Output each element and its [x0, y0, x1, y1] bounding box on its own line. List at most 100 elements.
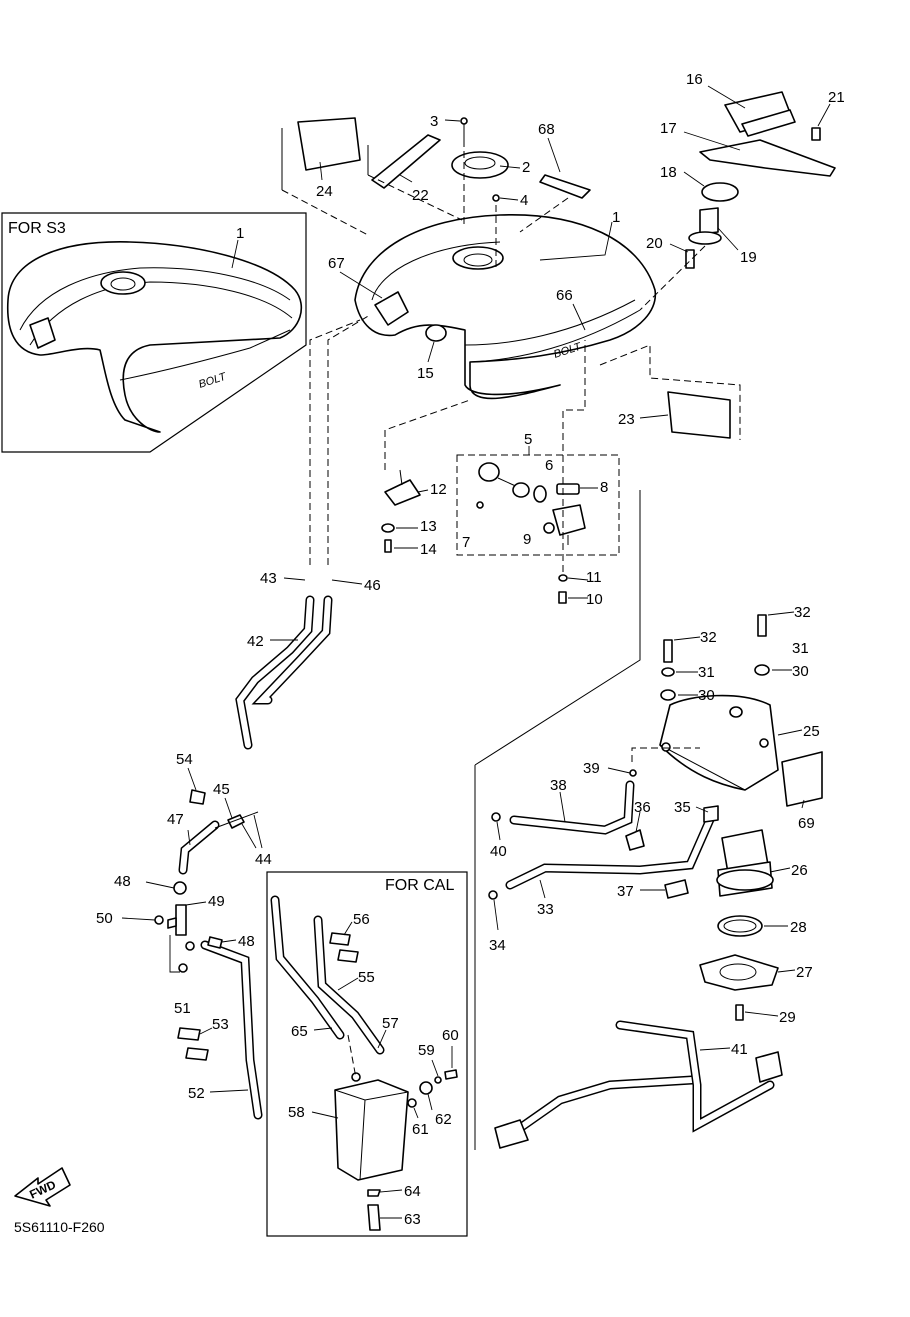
callout-8: 8: [600, 479, 608, 496]
fuel-tank-s3: [6, 241, 303, 433]
callout-48-top: 48: [114, 873, 131, 890]
callout-45: 45: [213, 781, 230, 798]
callout-34: 34: [489, 937, 506, 954]
callout-31-left: 31: [698, 664, 715, 681]
pad-23: [667, 391, 731, 439]
callouts: 1 1 2 3 4 5 6 8 7 9 11 10 12 13 14 15 16…: [96, 71, 845, 1228]
grommet-15: [425, 324, 447, 342]
pad-69: [781, 751, 823, 807]
callout-32-right: 32: [794, 604, 811, 621]
fitting-49: [175, 904, 187, 936]
callout-30-left: 30: [698, 687, 715, 704]
for-s3-label: FOR S3: [8, 220, 66, 237]
callout-20: 20: [646, 235, 663, 252]
callout-32-left: 32: [700, 629, 717, 646]
callout-67: 67: [328, 255, 345, 272]
canister-58: [334, 1079, 409, 1181]
callout-31-right: 31: [792, 640, 809, 657]
callout-42: 42: [247, 633, 264, 650]
callout-43: 43: [260, 570, 277, 587]
callout-2: 2: [522, 159, 530, 176]
callout-14: 14: [420, 541, 437, 558]
callout-9: 9: [523, 531, 531, 548]
callout-46: 46: [364, 577, 381, 594]
fuel-pump-assembly: [474, 490, 823, 1150]
callout-15: 15: [417, 365, 434, 382]
callout-54: 54: [176, 751, 193, 768]
callout-59: 59: [418, 1042, 435, 1059]
callout-28: 28: [790, 919, 807, 936]
callout-41: 41: [731, 1041, 748, 1058]
callout-65: 65: [291, 1023, 308, 1040]
tank-decal-s3: BOLT: [197, 370, 228, 390]
callout-66: 66: [556, 287, 573, 304]
callout-13: 13: [420, 518, 437, 535]
callout-16: 16: [686, 71, 703, 88]
callout-3: 3: [430, 113, 438, 130]
callout-52: 52: [188, 1085, 205, 1102]
callout-21: 21: [828, 89, 845, 106]
callout-57: 57: [382, 1015, 399, 1032]
damper-22: [371, 134, 441, 189]
callout-23: 23: [618, 411, 635, 428]
callout-18: 18: [660, 164, 677, 181]
grommet-18: [701, 182, 739, 202]
callout-40: 40: [490, 843, 507, 860]
callout-68: 68: [538, 121, 555, 138]
callout-6: 6: [545, 457, 553, 474]
pad-24: [297, 117, 361, 171]
callout-1: 1: [612, 209, 620, 226]
plate-17: [699, 139, 836, 177]
callout-5: 5: [524, 431, 532, 448]
callout-10: 10: [586, 591, 603, 608]
callout-17: 17: [660, 120, 677, 137]
callout-22: 22: [412, 187, 429, 204]
drawing-number: 5S61110-F260: [14, 1219, 105, 1235]
callout-25: 25: [803, 723, 820, 740]
callout-63: 63: [404, 1211, 421, 1228]
filler-neck: [452, 246, 504, 270]
callout-26: 26: [791, 862, 808, 879]
fuel-cock-group: [381, 454, 620, 604]
callout-69: 69: [798, 815, 815, 832]
callout-35: 35: [674, 799, 691, 816]
callout-24: 24: [316, 183, 333, 200]
fuel-tank: BOLT: [354, 214, 657, 400]
callout-48-bottom: 48: [238, 933, 255, 950]
callout-11: 11: [586, 569, 602, 586]
gasket-28: [717, 915, 763, 937]
callout-19: 19: [740, 249, 757, 266]
assembly-leaders: [281, 140, 706, 1079]
callout-60: 60: [442, 1027, 459, 1044]
callout-55: 55: [358, 969, 375, 986]
callout-44: 44: [255, 851, 272, 868]
callout-39: 39: [583, 760, 600, 777]
callout-33: 33: [537, 901, 554, 918]
callout-61: 61: [412, 1121, 429, 1138]
callout-27: 27: [796, 964, 813, 981]
callout-47: 47: [167, 811, 184, 828]
callout-51: 51: [174, 1000, 191, 1017]
callout-50: 50: [96, 910, 113, 927]
lever-12: [384, 479, 421, 506]
callout-1-s3: 1: [236, 225, 244, 242]
pad-68: [539, 174, 591, 199]
callout-4: 4: [520, 192, 528, 209]
tank-top-parts: [281, 91, 836, 440]
vent-hoses: [154, 595, 333, 1120]
callout-62: 62: [435, 1111, 452, 1128]
callout-38: 38: [550, 777, 567, 794]
callout-30-right: 30: [792, 663, 809, 680]
for-cal-inset: FOR CAL: [266, 871, 468, 1237]
callout-58: 58: [288, 1104, 305, 1121]
for-s3-inset: FOR S3 BOLT: [1, 212, 307, 453]
callout-37: 37: [617, 883, 634, 900]
collar-19: [699, 207, 719, 235]
callout-12: 12: [430, 481, 447, 498]
plate-27: [699, 954, 779, 991]
callout-7: 7: [462, 534, 470, 551]
callout-49: 49: [208, 893, 225, 910]
filler-ring-2: [451, 151, 509, 179]
callout-29: 29: [779, 1009, 796, 1026]
